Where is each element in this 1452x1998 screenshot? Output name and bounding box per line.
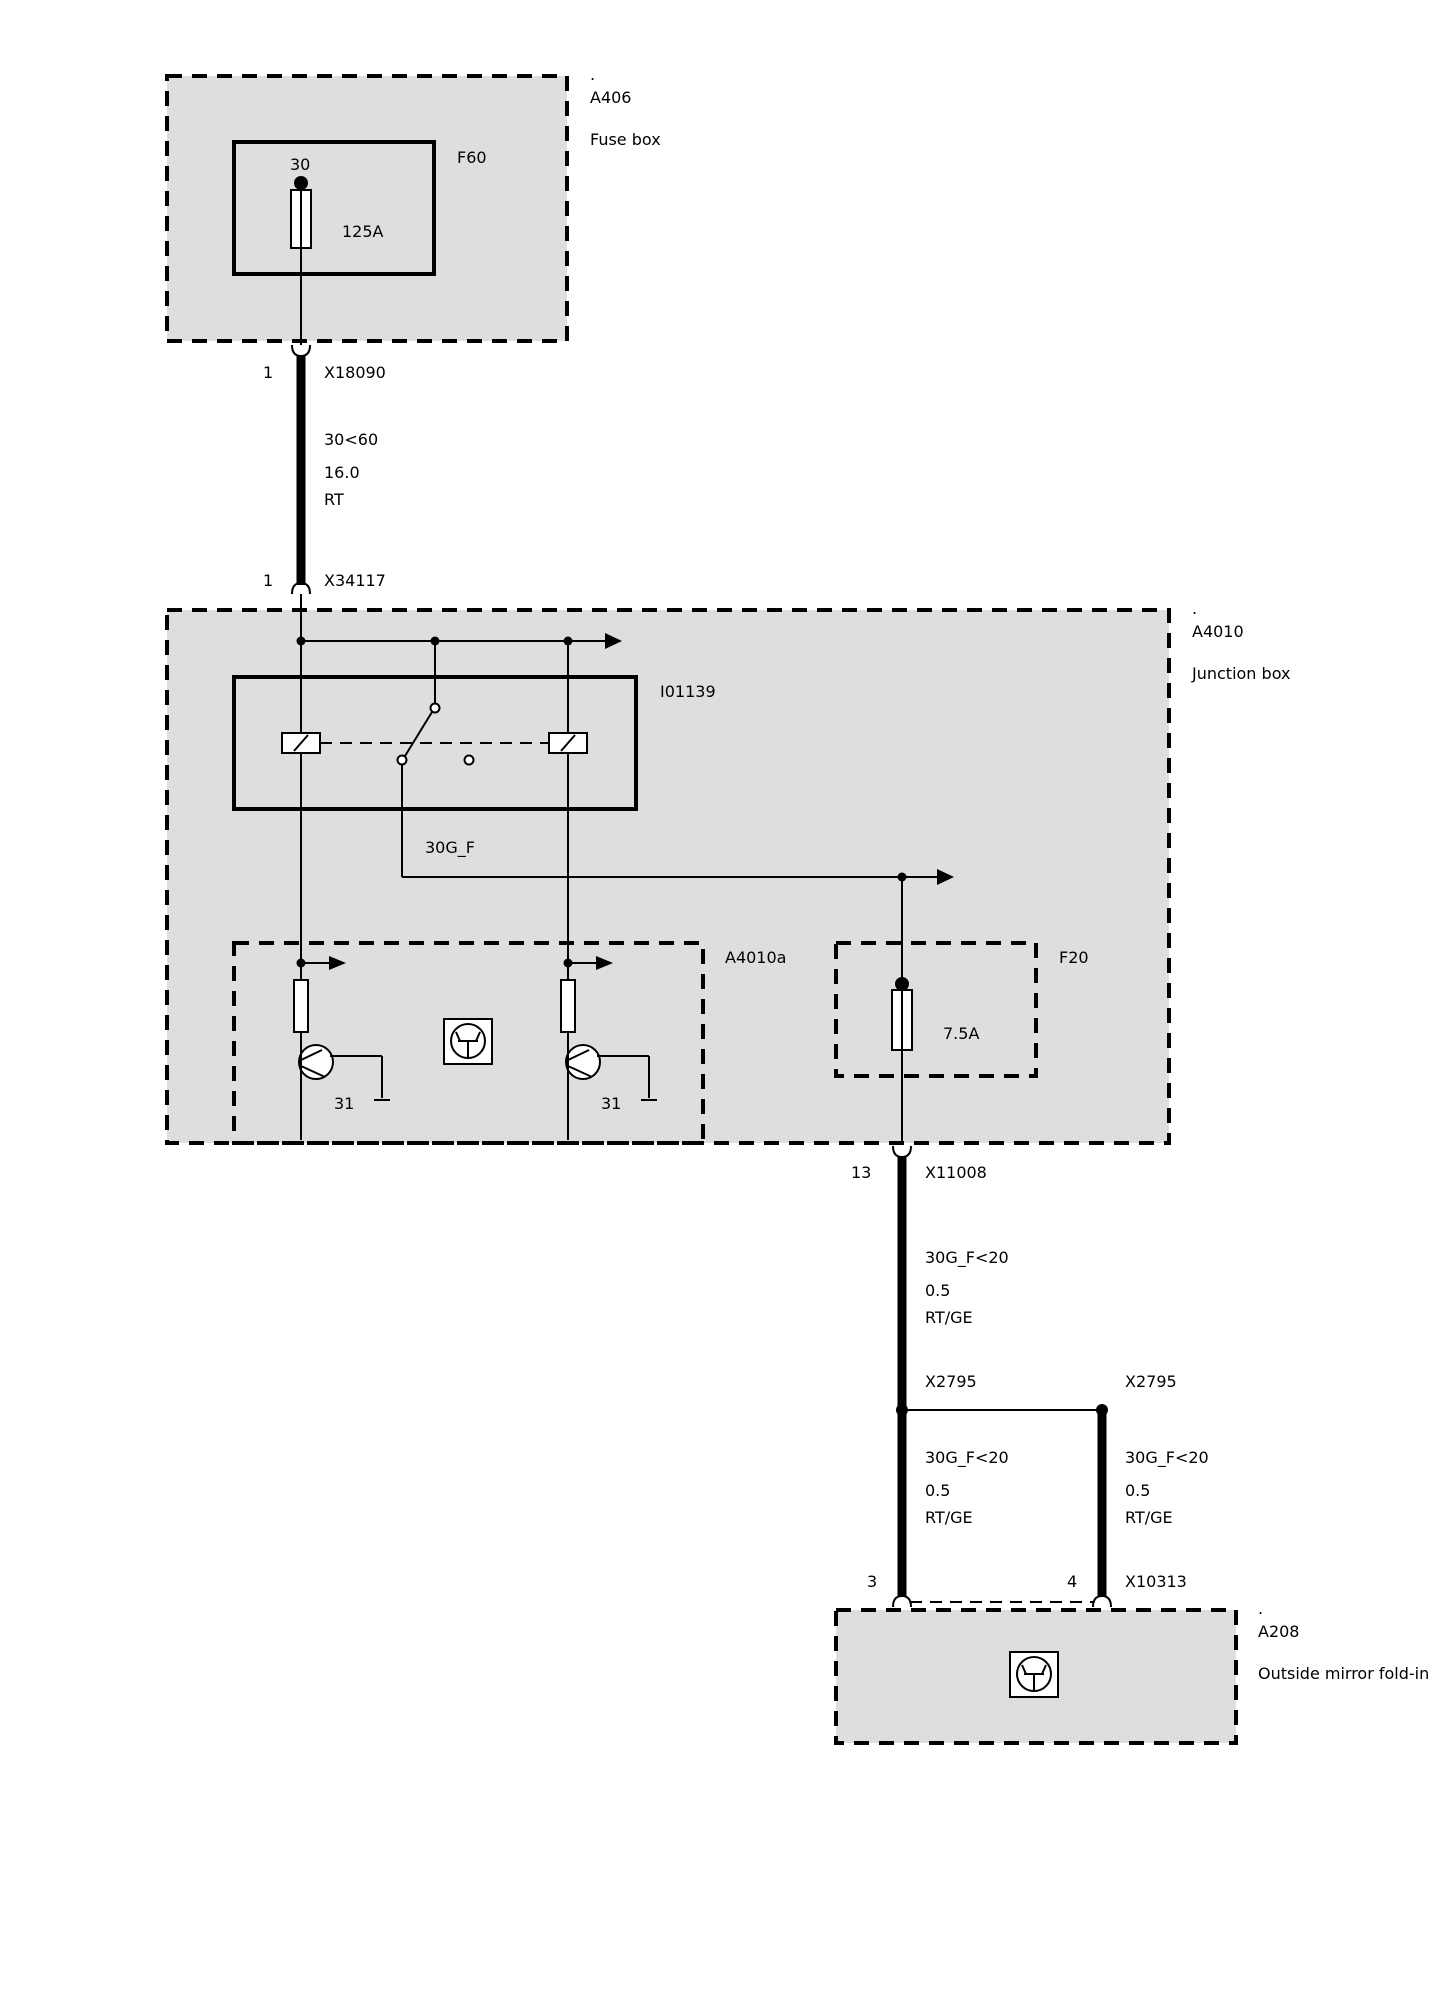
connector-x11008-id: X11008: [925, 1163, 987, 1182]
wire-1-color: RT: [324, 490, 344, 509]
connector-x34117-id: X34117: [324, 571, 386, 590]
wire-4-color: RT/GE: [1125, 1508, 1173, 1527]
connector-x34117-symbol: [291, 581, 311, 595]
module-a406-box: [165, 74, 569, 343]
connector-x10313-id: X10313: [1125, 1572, 1187, 1591]
wire-4-size: 0.5: [1125, 1481, 1150, 1500]
module-a208-name: Outside mirror fold-in: [1258, 1664, 1429, 1683]
ground-right-label: 31: [601, 1094, 621, 1113]
fuse-f60-rating: 125A: [342, 222, 384, 241]
module-a406-dot: .: [590, 65, 595, 84]
relay-switch-blade: [404, 711, 433, 757]
wire-3-signal: 30G_F<20: [925, 1448, 1009, 1468]
module-a208-dot: .: [1258, 1599, 1263, 1618]
fuse-f60-box: [232, 140, 436, 276]
connector-x18090-id: X18090: [324, 363, 386, 382]
fuse-f20-terminal-dot: [895, 977, 909, 991]
connector-x10313-pin-right: 4: [1067, 1572, 1077, 1591]
wire-3-size: 0.5: [925, 1481, 950, 1500]
connector-x34117-pin: 1: [263, 571, 273, 590]
transistor-right: [565, 1044, 601, 1080]
bus-30gf-arrow: [937, 869, 954, 885]
bus-top-arrow: [605, 633, 622, 649]
module-a406-id: A406: [590, 88, 631, 107]
wire-3-color: RT/GE: [925, 1508, 973, 1527]
wire-4-signal: 30G_F<20: [1125, 1448, 1209, 1468]
relay-contact-top: [429, 702, 441, 714]
connector-x10313-symbol-left: [892, 1594, 912, 1608]
relay-i01139-id: I01139: [660, 682, 716, 701]
fuse-f60-terminal: 30: [290, 155, 310, 174]
module-a4010-name: Junction box: [1191, 664, 1290, 683]
relay-i01139-box: [232, 675, 638, 811]
fuse-f20-rating: 7.5A: [943, 1024, 979, 1043]
connector-x11008-pin: 13: [851, 1163, 871, 1182]
transistor-left: [298, 1044, 334, 1080]
signal-30gf-label: 30G_F: [425, 838, 475, 858]
relay-contact-open: [463, 754, 475, 766]
splice-x2795-left-id: X2795: [925, 1372, 977, 1391]
fuse-f60-id: F60: [457, 148, 487, 167]
resistor-left: [293, 979, 309, 1033]
resistor-right: [560, 979, 576, 1033]
fuse-f20-box: [834, 941, 1038, 1078]
module-a4010a-box: [232, 941, 705, 1145]
connector-x10313-pin-left: 3: [867, 1572, 877, 1591]
connector-x11008-symbol: [892, 1145, 912, 1159]
module-a4010a-id: A4010a: [725, 948, 786, 967]
fuse-f20-id: F20: [1059, 948, 1089, 967]
wire-2-size: 0.5: [925, 1281, 950, 1300]
module-a406-name: Fuse box: [590, 130, 661, 149]
module-a208-id: A208: [1258, 1622, 1299, 1641]
module-a4010-id: A4010: [1192, 622, 1244, 641]
connector-x18090-pin: 1: [263, 363, 273, 382]
wire-1-signal: 30<60: [324, 430, 378, 449]
connector-x18090-symbol: [291, 344, 311, 358]
wire-1-size: 16.0: [324, 463, 360, 482]
wire-2-signal: 30G_F<20: [925, 1248, 1009, 1268]
splice-x2795-right-id: X2795: [1125, 1372, 1177, 1391]
ground-left-label: 31: [334, 1094, 354, 1113]
connector-x10313-symbol-right: [1092, 1594, 1112, 1608]
relay-contact-common: [396, 754, 408, 766]
module-a4010-dot: .: [1192, 599, 1197, 618]
wire-2-color: RT/GE: [925, 1308, 973, 1327]
